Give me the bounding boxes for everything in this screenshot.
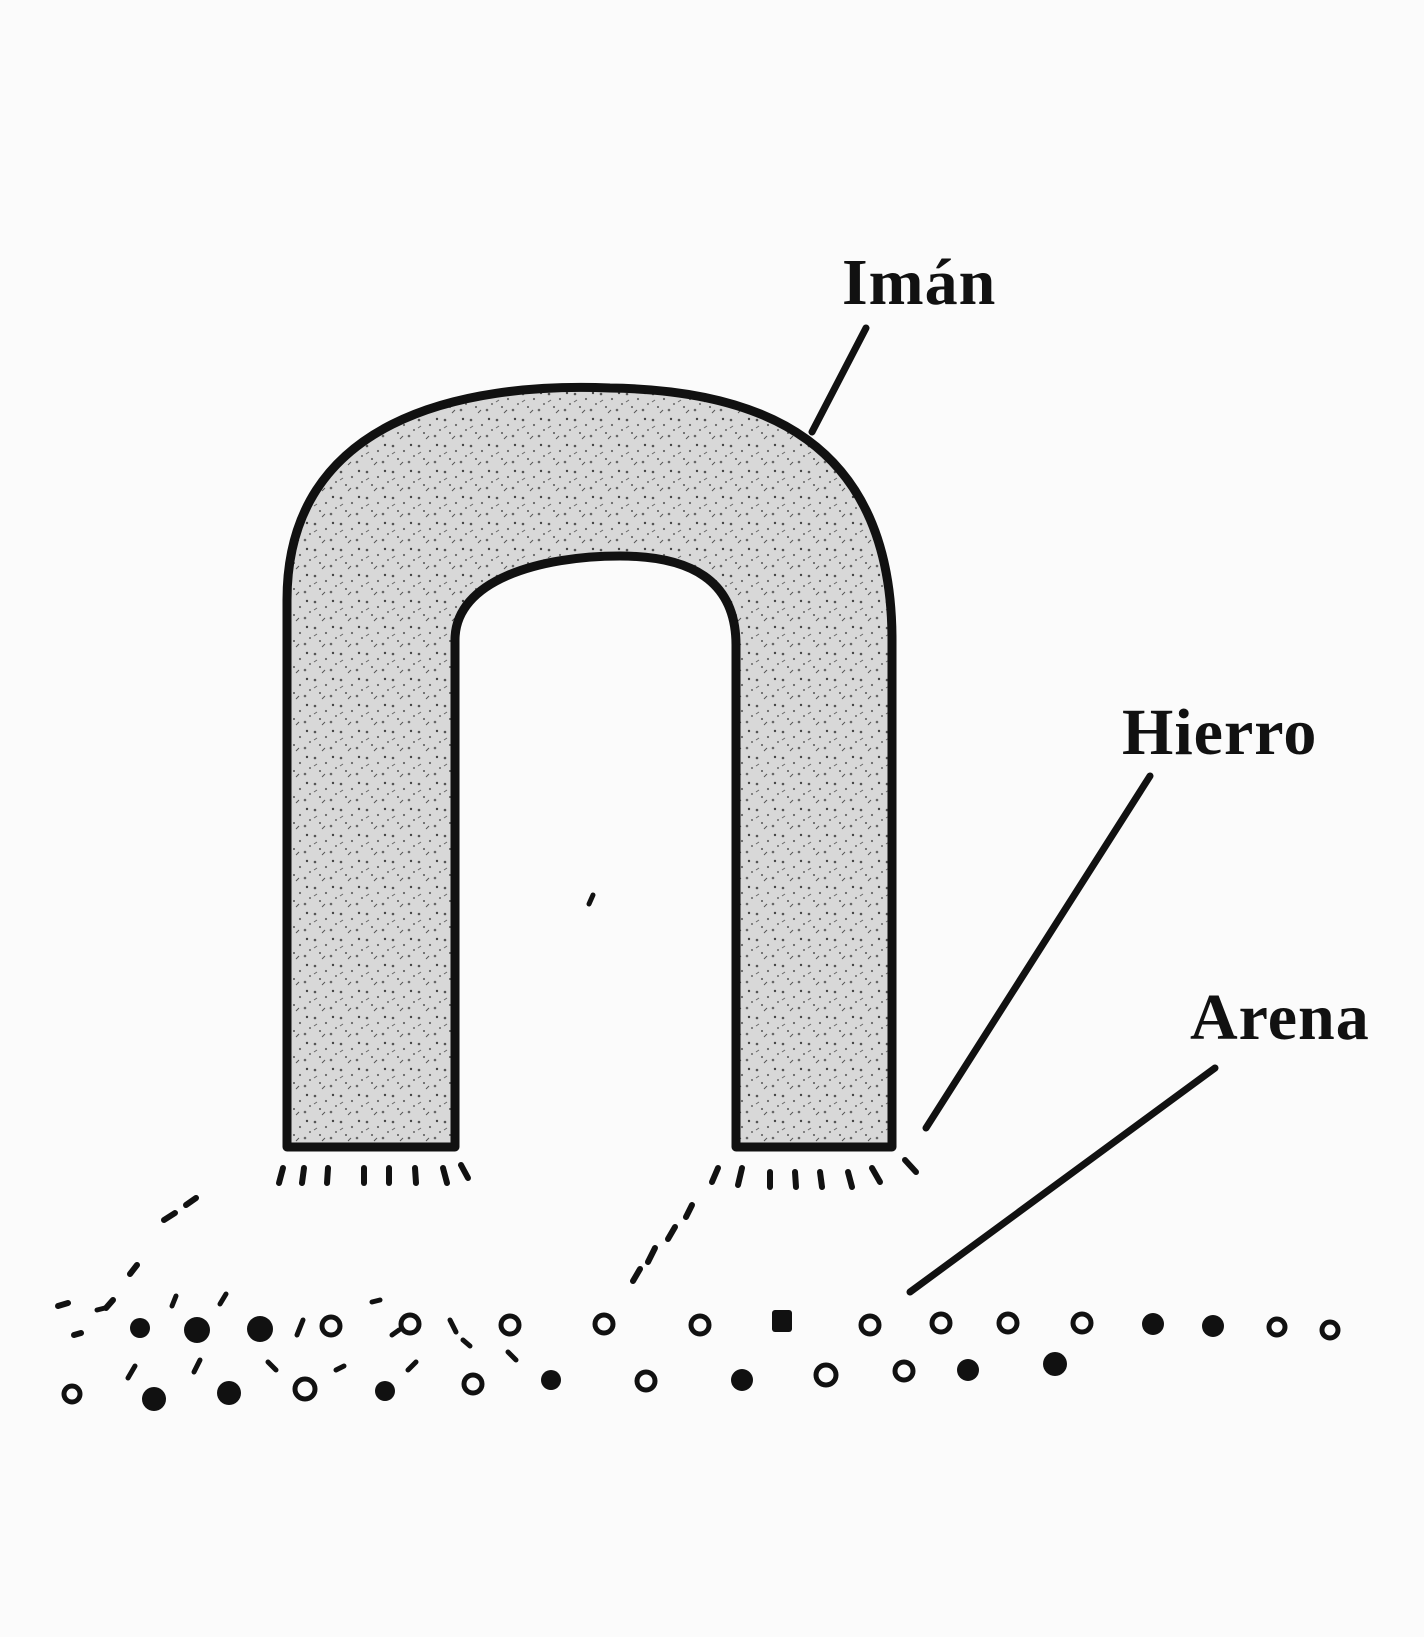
sand-grains — [61, 1311, 1341, 1405]
magnet-label: Imán — [842, 246, 997, 319]
iron-label: Hierro — [1122, 696, 1318, 769]
iron-filings-right-pole — [709, 1157, 919, 1190]
magnet-body — [282, 382, 897, 1152]
scattered-filings — [94, 892, 596, 1381]
iron-particles — [130, 1310, 1224, 1411]
magnet-leader-line — [808, 324, 870, 436]
sand-label: Arena — [1190, 981, 1370, 1054]
attraction-path-left — [55, 1195, 199, 1338]
sand-leader-line — [906, 1064, 1219, 1296]
iron-filings-left-pole — [276, 1162, 471, 1186]
attraction-path-right — [630, 1202, 695, 1284]
iron-leader-line — [922, 772, 1154, 1132]
